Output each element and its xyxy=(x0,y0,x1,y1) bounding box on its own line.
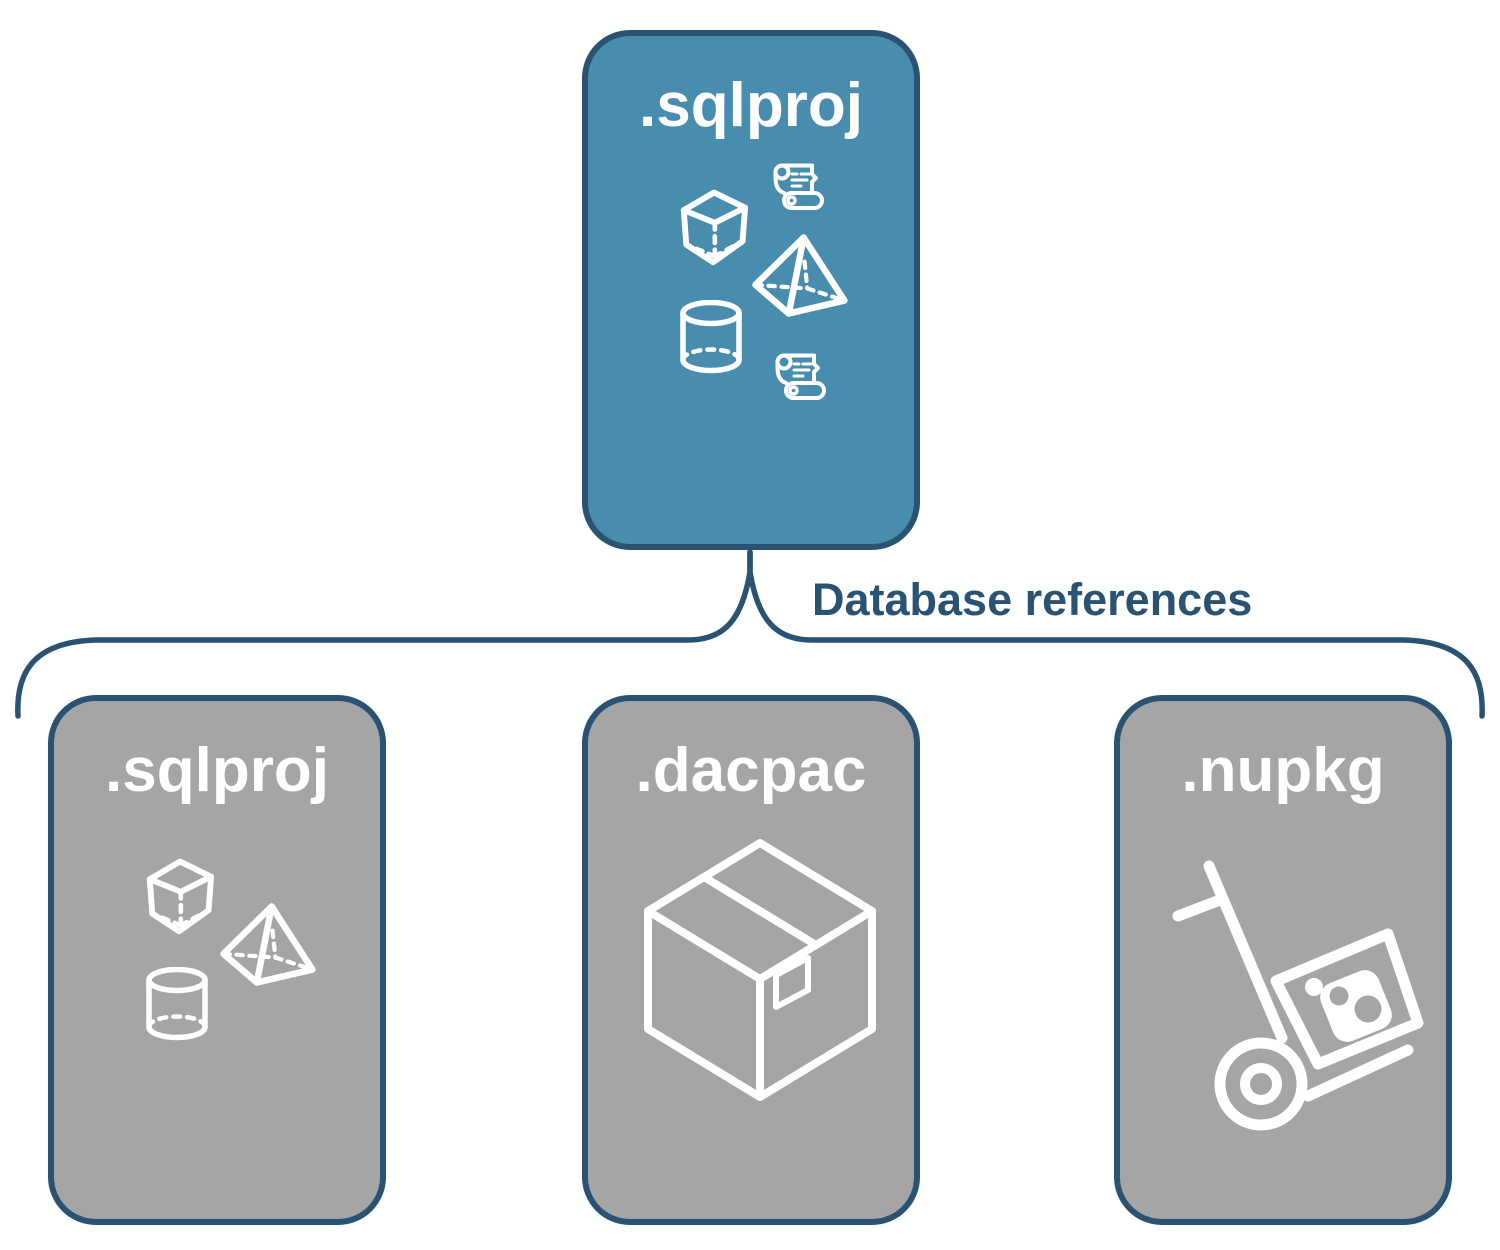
child-card-title: .dacpac xyxy=(635,736,867,805)
child-card-dacpac: .dacpac xyxy=(582,695,920,1225)
cylinder-icon xyxy=(678,300,744,374)
child-card-title: .sqlproj xyxy=(105,736,329,805)
cube-icon xyxy=(138,853,222,939)
top-card-title: .sqlproj xyxy=(639,71,863,140)
pyramid-icon xyxy=(748,232,850,320)
package-box-icon xyxy=(640,833,880,1103)
scroll-icon xyxy=(770,162,826,214)
child-card-nupkg: .nupkg xyxy=(1114,695,1452,1225)
child-card-sqlproj: .sqlproj xyxy=(48,695,386,1225)
scroll-icon xyxy=(772,352,828,404)
hand-truck-icon xyxy=(1166,846,1426,1146)
cube-icon xyxy=(672,184,756,270)
nuget-package-icon xyxy=(1305,970,1392,1042)
pyramid-icon xyxy=(216,901,318,989)
connector-label: Database references xyxy=(812,574,1253,625)
cylinder-icon xyxy=(144,967,210,1041)
top-card-sqlproj: .sqlproj xyxy=(582,30,920,550)
child-card-title: .nupkg xyxy=(1181,736,1385,805)
